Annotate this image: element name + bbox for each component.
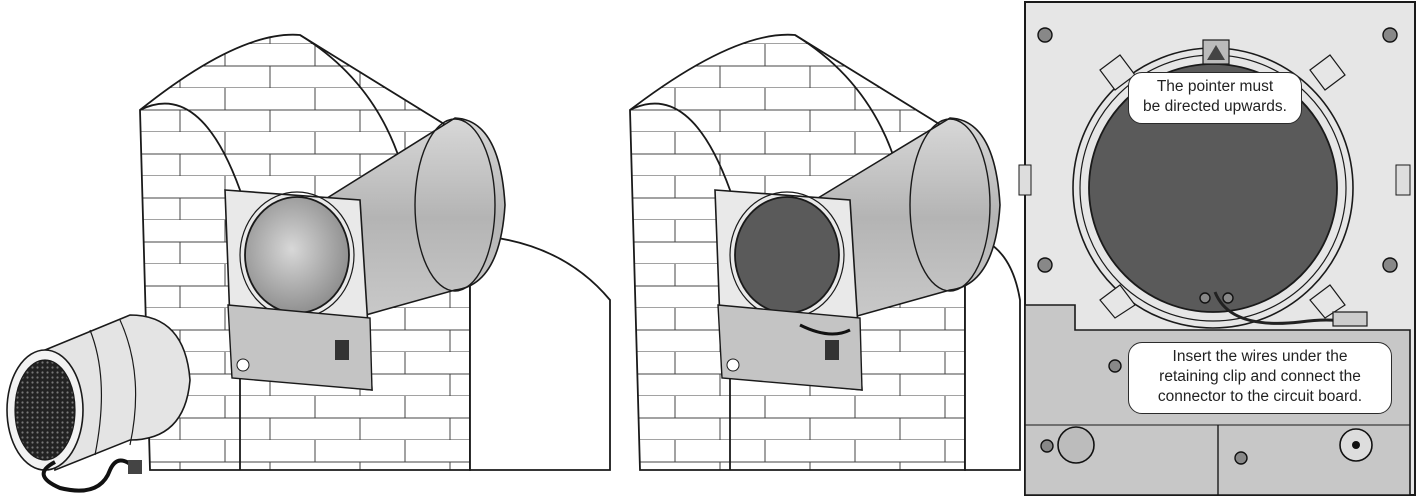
fan-mount-plate-1 xyxy=(224,189,373,391)
switch-icon xyxy=(335,340,349,360)
wires-callout-line-3: connector to the circuit board. xyxy=(1157,388,1363,405)
wires-callout-line-1: Insert the wires under the xyxy=(1172,348,1348,365)
screw-icon xyxy=(1037,27,1398,465)
connector-plug-icon xyxy=(1332,311,1368,327)
fan-unit-detached xyxy=(6,314,191,493)
wires-callout: Insert the wires under the retaining cli… xyxy=(1128,342,1392,414)
switch-icon xyxy=(825,340,839,360)
pointer-callout-line-1: The pointer must xyxy=(1156,78,1274,95)
fan-mount-plate-2 xyxy=(714,189,863,391)
pointer-callout: The pointer must be directed upwards. xyxy=(1128,72,1302,124)
pointer-callout-line-2: be directed upwards. xyxy=(1143,98,1287,115)
wires-callout-line-2: retaining clip and connect the xyxy=(1159,368,1361,385)
connector-plug-icon xyxy=(128,460,142,474)
pointer-triangle-icon xyxy=(1207,45,1225,60)
cable-icon xyxy=(41,458,137,493)
